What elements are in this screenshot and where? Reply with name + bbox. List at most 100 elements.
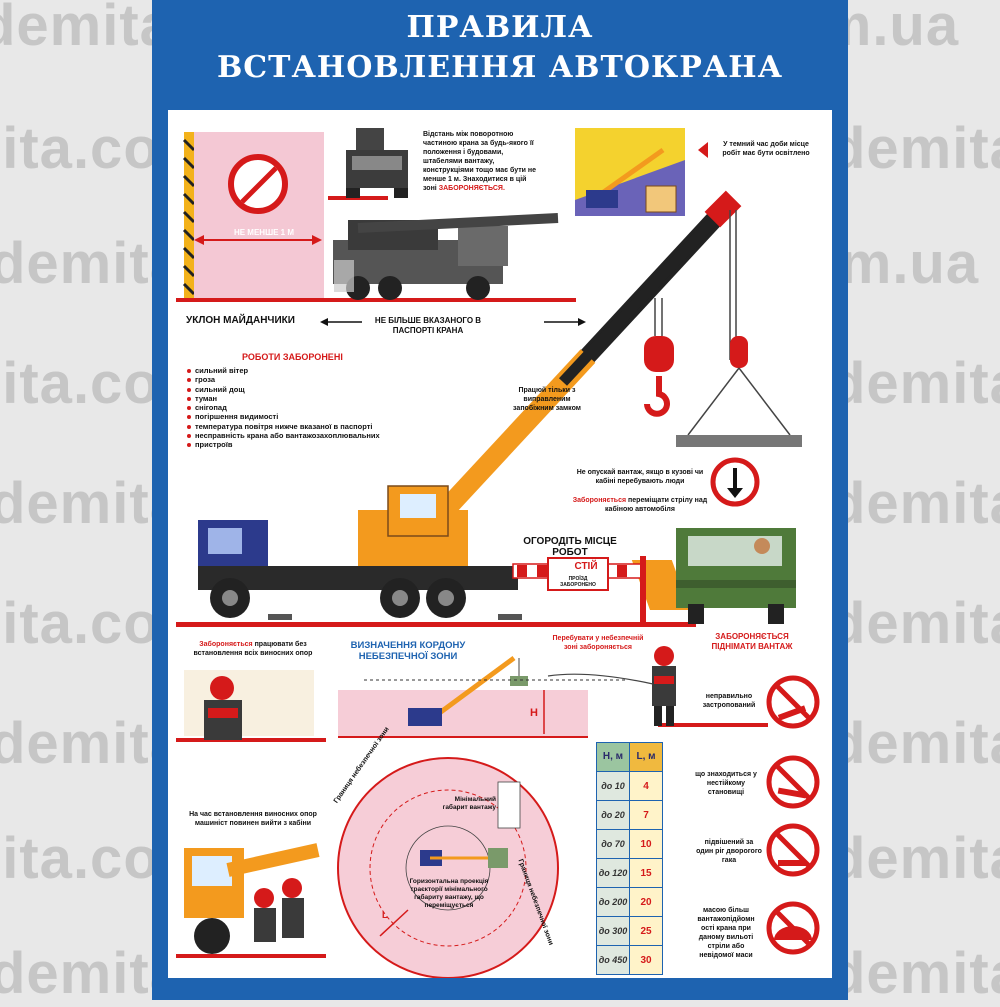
- watermark: demita.com.ua: [830, 591, 1000, 656]
- poster-panel: НЕ МЕНШЕ 1 М Відстань між поворотною час…: [168, 110, 832, 978]
- ground-line: [176, 622, 696, 627]
- table-cell-h: до 200: [596, 887, 630, 917]
- forbidden-work-heading: РОБОТИ ЗАБОРОНЕНІ: [242, 352, 343, 362]
- table-cell-l: 4: [629, 771, 663, 801]
- cab-worker-illustration: [184, 843, 320, 954]
- lift-forbidden-item: масою більш вантажопідйомн ості крана пр…: [697, 907, 755, 959]
- table-header-h: Н, м: [596, 742, 630, 772]
- watermark: demita.com.ua: [830, 116, 1000, 181]
- min-distance-label: НЕ МЕНШЕ 1 М: [233, 228, 295, 237]
- ground-line: [176, 298, 576, 302]
- barrier-illustration: [512, 556, 646, 622]
- stay-forbidden-text: Перебувати у небезпечній зоні забороняєт…: [552, 635, 644, 651]
- table-header-l: L, м: [629, 742, 663, 772]
- outriggers-rule: Забороняється працювати без встановлення…: [184, 640, 322, 658]
- ground-line: [176, 738, 326, 742]
- table-cell-l: 10: [629, 829, 663, 859]
- worker-illustration: [184, 670, 314, 740]
- projection-label: Горизонтальна проекція траєкторії мініма…: [409, 878, 489, 909]
- ground-line: [658, 723, 768, 727]
- forbidden-work-list: сильний вітер гроза сильний дощ туман сн…: [186, 366, 406, 450]
- watermark: demita.com.ua: [830, 351, 1000, 416]
- table-cell-h: до 10: [596, 771, 630, 801]
- main-crane-illustration: [198, 190, 742, 620]
- title-line-1: ПРАВИЛА: [406, 10, 594, 45]
- boom-over-cabin-rule: Забороняється переміщати стрілу над кабі…: [570, 496, 710, 514]
- h-label: Н: [530, 707, 538, 719]
- down-arrow-sign: [710, 457, 760, 507]
- table-cell-l: 20: [629, 887, 663, 917]
- danger-zone-diagram: [337, 757, 559, 978]
- slope-label: УКЛОН МАЙДАНЧИКИ: [186, 315, 295, 326]
- boom-rule-forbidden: Забороняється: [572, 497, 627, 504]
- list-item: погіршення видимості: [186, 412, 406, 421]
- min-distance-arrow: [194, 235, 322, 245]
- table-cell-h: до 450: [596, 945, 630, 975]
- table-cell-l: 15: [629, 858, 663, 888]
- night-scene-illustration: [575, 128, 708, 216]
- night-rule-text: У темний час доби місце робіт має бути о…: [722, 141, 810, 157]
- poster-title: ПРАВИЛА ВСТАНОВЛЕННЯ АВТОКРАНА: [152, 8, 848, 88]
- hook-rule-text: Працюй тільки з виправленим запобіжним з…: [513, 387, 581, 412]
- stop-sign-text: СТІЙ: [574, 561, 598, 572]
- lift-forbidden-item: підвішений за один ріг дворогого гака: [696, 839, 762, 864]
- watermark: demita.com.ua: [830, 711, 1000, 776]
- list-item: температура повітря нижче вказаної в пас…: [186, 422, 406, 431]
- table-cell-h: до 300: [596, 916, 630, 946]
- illustrations-layer: [176, 128, 820, 978]
- operator-rule: На час встановлення виносних опор машині…: [189, 811, 317, 827]
- lift-forbidden-item: що знаходиться у нестійкому становищі: [695, 771, 757, 796]
- table-cell-l: 7: [629, 800, 663, 830]
- watermark: demita.com.ua: [830, 941, 1000, 1006]
- l-label: L: [382, 910, 388, 920]
- outriggers-rule-rest: працювати без встановлення всіх виносних…: [193, 641, 313, 657]
- green-truck-illustration: [676, 528, 796, 624]
- distance-rule-body: Відстань між поворотною частиною крана з…: [423, 131, 537, 192]
- truck-front-illustration: [346, 128, 408, 198]
- slope-arrow: [320, 318, 586, 326]
- table-header-row: Н, м L, м: [596, 742, 663, 772]
- stop-sign-subtext: ПРОЇЗД ЗАБОРОНЕНО: [560, 576, 596, 588]
- watermark: demita.com.ua: [830, 471, 1000, 536]
- title-line-2: ВСТАНОВЛЕННЯ АВТОКРАНА: [216, 50, 784, 85]
- distance-rule-text: Відстань між поворотною частиною крана з…: [423, 130, 541, 193]
- beam-lift-illustration: [676, 336, 802, 447]
- poster: ПРАВИЛА ВСТАНОВЛЕННЯ АВТОКРАНА: [152, 0, 848, 1000]
- no-pedestrian-sign: [228, 154, 288, 214]
- list-item: сильний дощ: [186, 385, 406, 394]
- load-cabin-rule: Не опускай вантаж, якщо в кузові чи кабі…: [576, 469, 704, 485]
- truck-crane-side-illustration: [333, 213, 559, 300]
- table-cell-h: до 20: [596, 800, 630, 830]
- list-item: туман: [186, 394, 406, 403]
- lift-forbidden-heading: ЗАБОРОНЯЄТЬСЯ ПІДНІМАТИ ВАНТАЖ: [711, 632, 793, 651]
- danger-zone-strip: [338, 655, 628, 736]
- list-item: снігопад: [186, 403, 406, 412]
- table-cell-h: до 120: [596, 858, 630, 888]
- hook-signs: [766, 675, 820, 955]
- list-item: несправність крана або вантажозахоплювал…: [186, 431, 406, 440]
- slope-limit: НЕ БІЛЬШЕ ВКАЗАНОГО В ПАСПОРТІ КРАНА: [374, 316, 482, 335]
- outriggers-rule-forbidden: Забороняється: [199, 641, 253, 648]
- ground-line: [176, 954, 326, 958]
- lift-forbidden-item: неправильно застропований: [702, 693, 756, 709]
- fence-label: ОГОРОДІТЬ МІСЦЕ РОБОТ: [523, 536, 617, 558]
- watermark: demita.com.ua: [830, 826, 1000, 891]
- distance-rule-forbidden: ЗАБОРОНЯЄТЬСЯ.: [438, 185, 505, 192]
- table-cell-l: 25: [629, 916, 663, 946]
- table-cell-l: 30: [629, 945, 663, 975]
- signaller-worker-illustration: [547, 646, 676, 726]
- table-cell-h: до 70: [596, 829, 630, 859]
- list-item: сильний вітер: [186, 366, 406, 375]
- hook-illustration: [644, 298, 674, 417]
- list-item: гроза: [186, 375, 406, 384]
- list-item: пристроїв: [186, 440, 406, 449]
- boom-rule-rest: переміщати стрілу над кабіною автомобіля: [605, 497, 708, 513]
